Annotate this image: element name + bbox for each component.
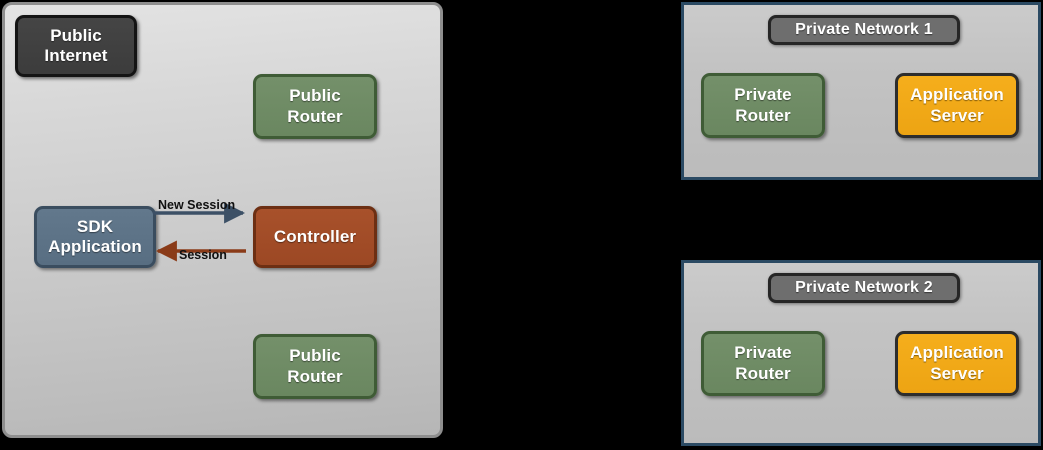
public-internet-zone: Public Internet Public Router SDK Applic… <box>2 2 443 438</box>
edge-session-label: Session <box>179 248 227 262</box>
node-private-router-1[interactable]: Private Router <box>701 73 825 138</box>
edge-new-session-label: New Session <box>158 198 236 212</box>
node-controller-label: Controller <box>273 226 357 246</box>
node-controller[interactable]: Controller <box>253 206 377 268</box>
node-public-router-top-label: Public Router <box>287 86 343 126</box>
node-private-router-1-label: Private Router <box>734 85 792 125</box>
node-public-router-top[interactable]: Public Router <box>253 74 377 139</box>
node-public-router-bottom-label: Public Router <box>287 346 343 386</box>
node-application-server-1[interactable]: Application Server <box>895 73 1019 138</box>
node-application-server-1-label: Application Server <box>910 85 1004 125</box>
node-public-router-bottom[interactable]: Public Router <box>253 334 377 399</box>
node-sdk-application-label: SDK Application <box>48 216 142 256</box>
private-network-2-zone: Private Network 2 Private Router Applica… <box>681 260 1041 446</box>
private-network-1-title: Private Network 1 <box>768 15 960 45</box>
node-application-server-2[interactable]: Application Server <box>895 331 1019 396</box>
node-application-server-2-label: Application Server <box>910 343 1004 383</box>
private-network-1-zone: Private Network 1 Private Router Applica… <box>681 2 1041 180</box>
node-private-router-2-label: Private Router <box>734 343 792 383</box>
private-network-2-title: Private Network 2 <box>768 273 960 303</box>
node-public-internet[interactable]: Public Internet <box>15 15 137 77</box>
node-public-internet-label: Public Internet <box>44 25 108 65</box>
private-network-2-title-label: Private Network 2 <box>795 279 933 296</box>
node-sdk-application[interactable]: SDK Application <box>34 206 156 268</box>
node-private-router-2[interactable]: Private Router <box>701 331 825 396</box>
private-network-1-title-label: Private Network 1 <box>795 21 933 38</box>
